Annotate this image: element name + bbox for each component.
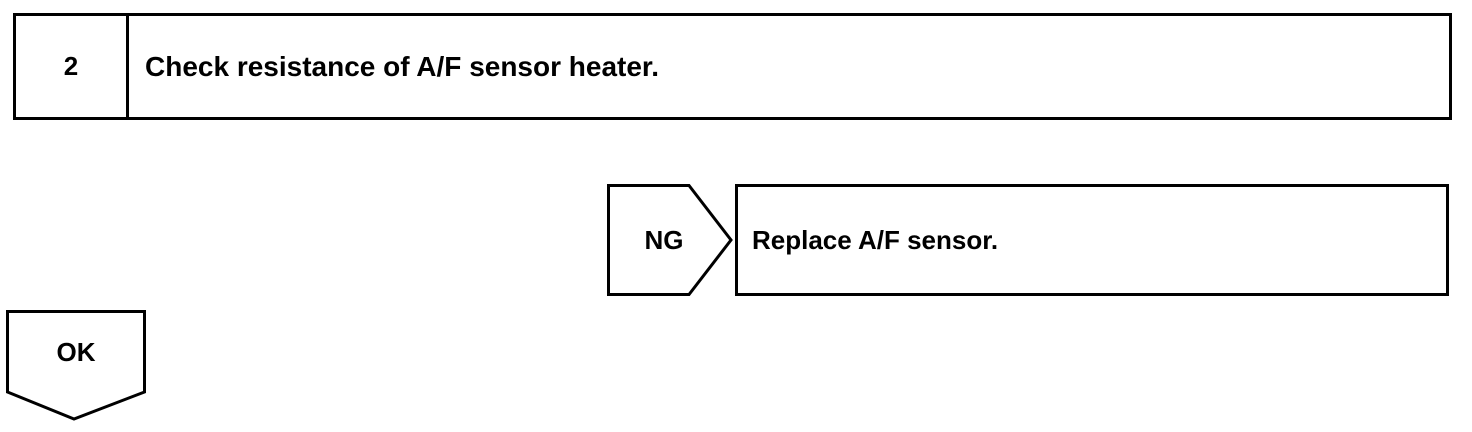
ok-arrow-shape <box>6 310 146 421</box>
ng-action-box: Replace A/F sensor. <box>735 184 1449 296</box>
ok-arrow-outline <box>6 310 146 421</box>
ng-label: NG <box>644 224 684 255</box>
step-number: 2 <box>16 16 129 117</box>
step-instruction: Check resistance of A/F sensor heater. <box>145 50 660 82</box>
ng-arrow-shape <box>607 184 733 296</box>
ok-label: OK <box>56 336 96 367</box>
ng-arrow-outline <box>607 184 733 296</box>
step-box: 2 Check resistance of A/F sensor heater. <box>13 13 1452 120</box>
